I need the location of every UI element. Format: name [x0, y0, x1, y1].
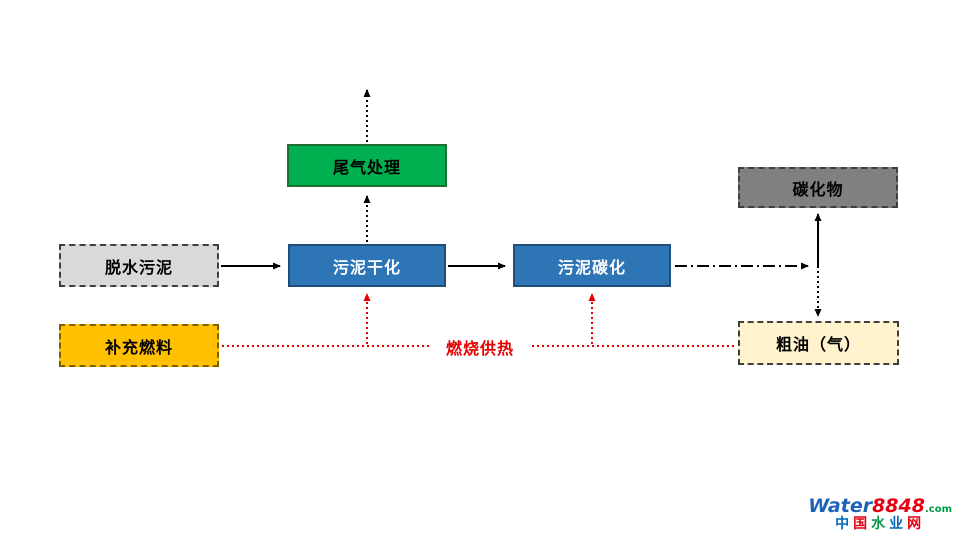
node-tail-gas-treatment: 尾气处理 [287, 144, 447, 187]
logo-tagline-char: 网 [907, 515, 926, 532]
logo-suffix-text: .com [924, 503, 952, 515]
logo-tagline-char: 业 [889, 515, 908, 532]
node-supplementary-fuel: 补充燃料 [59, 324, 219, 367]
node-carbide: 碳化物 [738, 167, 898, 208]
combustion-heating-label: 燃烧供热 [430, 335, 530, 359]
node-dewatered-sludge: 脱水污泥 [59, 244, 219, 287]
logo-tagline-char: 水 [871, 515, 890, 532]
logo-tagline-char: 中 [835, 515, 854, 532]
logo-tagline-char: 国 [853, 515, 872, 532]
node-sludge-drying: 污泥干化 [288, 244, 446, 287]
node-crude-oil-gas: 粗油（气） [738, 321, 899, 365]
logo-number-text: 8848 [872, 494, 925, 517]
logo-tagline: 中国水业网 [808, 515, 952, 532]
logo-wordmark: Water8848.com [808, 494, 952, 517]
logo-brand-text: Water [808, 494, 873, 517]
node-sludge-carbonization: 污泥碳化 [513, 244, 671, 287]
water8848-logo: Water8848.com 中国水业网 [808, 494, 952, 532]
